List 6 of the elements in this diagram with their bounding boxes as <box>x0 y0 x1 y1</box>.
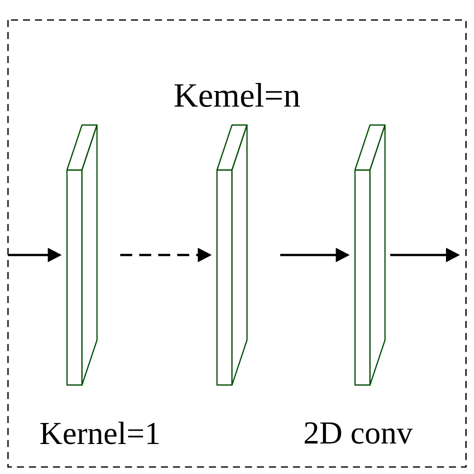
text-label: Kemel=n <box>174 83 300 107</box>
text-label: Kernel=1 <box>40 422 159 444</box>
text-label: 2D conv <box>304 422 413 444</box>
slab-drawing <box>66 124 98 386</box>
slab-drawing <box>354 124 386 386</box>
slab-drawing <box>216 124 248 386</box>
